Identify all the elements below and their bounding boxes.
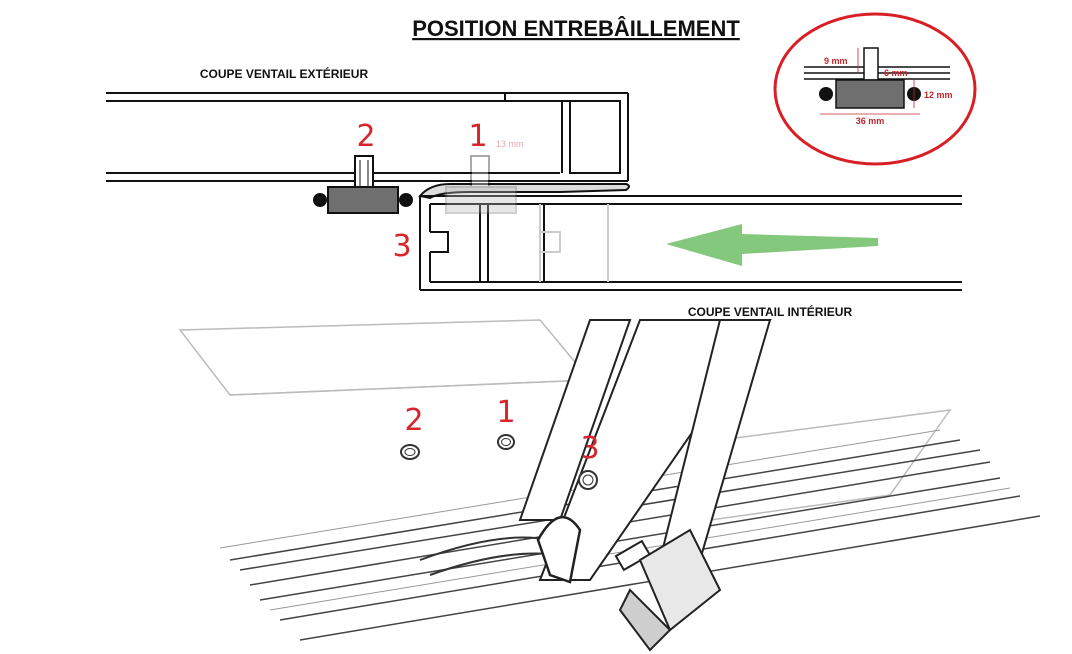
hole-2 xyxy=(400,444,420,460)
faded-lock-slot xyxy=(540,231,561,253)
page-title: POSITION ENTREBÂILLEMENT xyxy=(412,16,740,41)
marker-2-bottom: 2 xyxy=(404,403,423,438)
dim-12mm: 12 mm xyxy=(924,90,953,100)
interior-section-label: COUPE VENTAIL INTÉRIEUR xyxy=(688,304,853,319)
hole-1 xyxy=(497,434,515,450)
exterior-sash-profile xyxy=(106,92,630,200)
hole-3 xyxy=(578,470,598,490)
marker-3-top: 3 xyxy=(392,229,411,264)
rail-rod xyxy=(419,536,559,576)
dim-6mm: 6 mm xyxy=(884,68,908,78)
hook-cutout xyxy=(536,515,582,584)
green-arrow-icon xyxy=(666,224,878,266)
interior-lock-slot xyxy=(430,231,449,253)
marker-1-top: 1 xyxy=(468,119,487,154)
dim-9mm: 9 mm xyxy=(824,56,848,66)
exterior-section-label: COUPE VENTAIL EXTÉRIEUR xyxy=(200,66,369,81)
interior-sash-profile xyxy=(419,195,962,291)
stud-position-2 xyxy=(313,155,413,214)
marker-2-top: 2 xyxy=(356,119,375,154)
stud-position-1 xyxy=(445,155,517,214)
faded-dimension: 13 mm xyxy=(496,139,524,149)
marker-1-bottom: 1 xyxy=(496,395,515,430)
detail-callout: 9 mm 6 mm 12 mm 36 mm xyxy=(773,12,977,166)
marker-3-bottom: 3 xyxy=(580,431,599,466)
dim-36mm: 36 mm xyxy=(856,116,885,126)
roller-stud xyxy=(614,528,722,652)
